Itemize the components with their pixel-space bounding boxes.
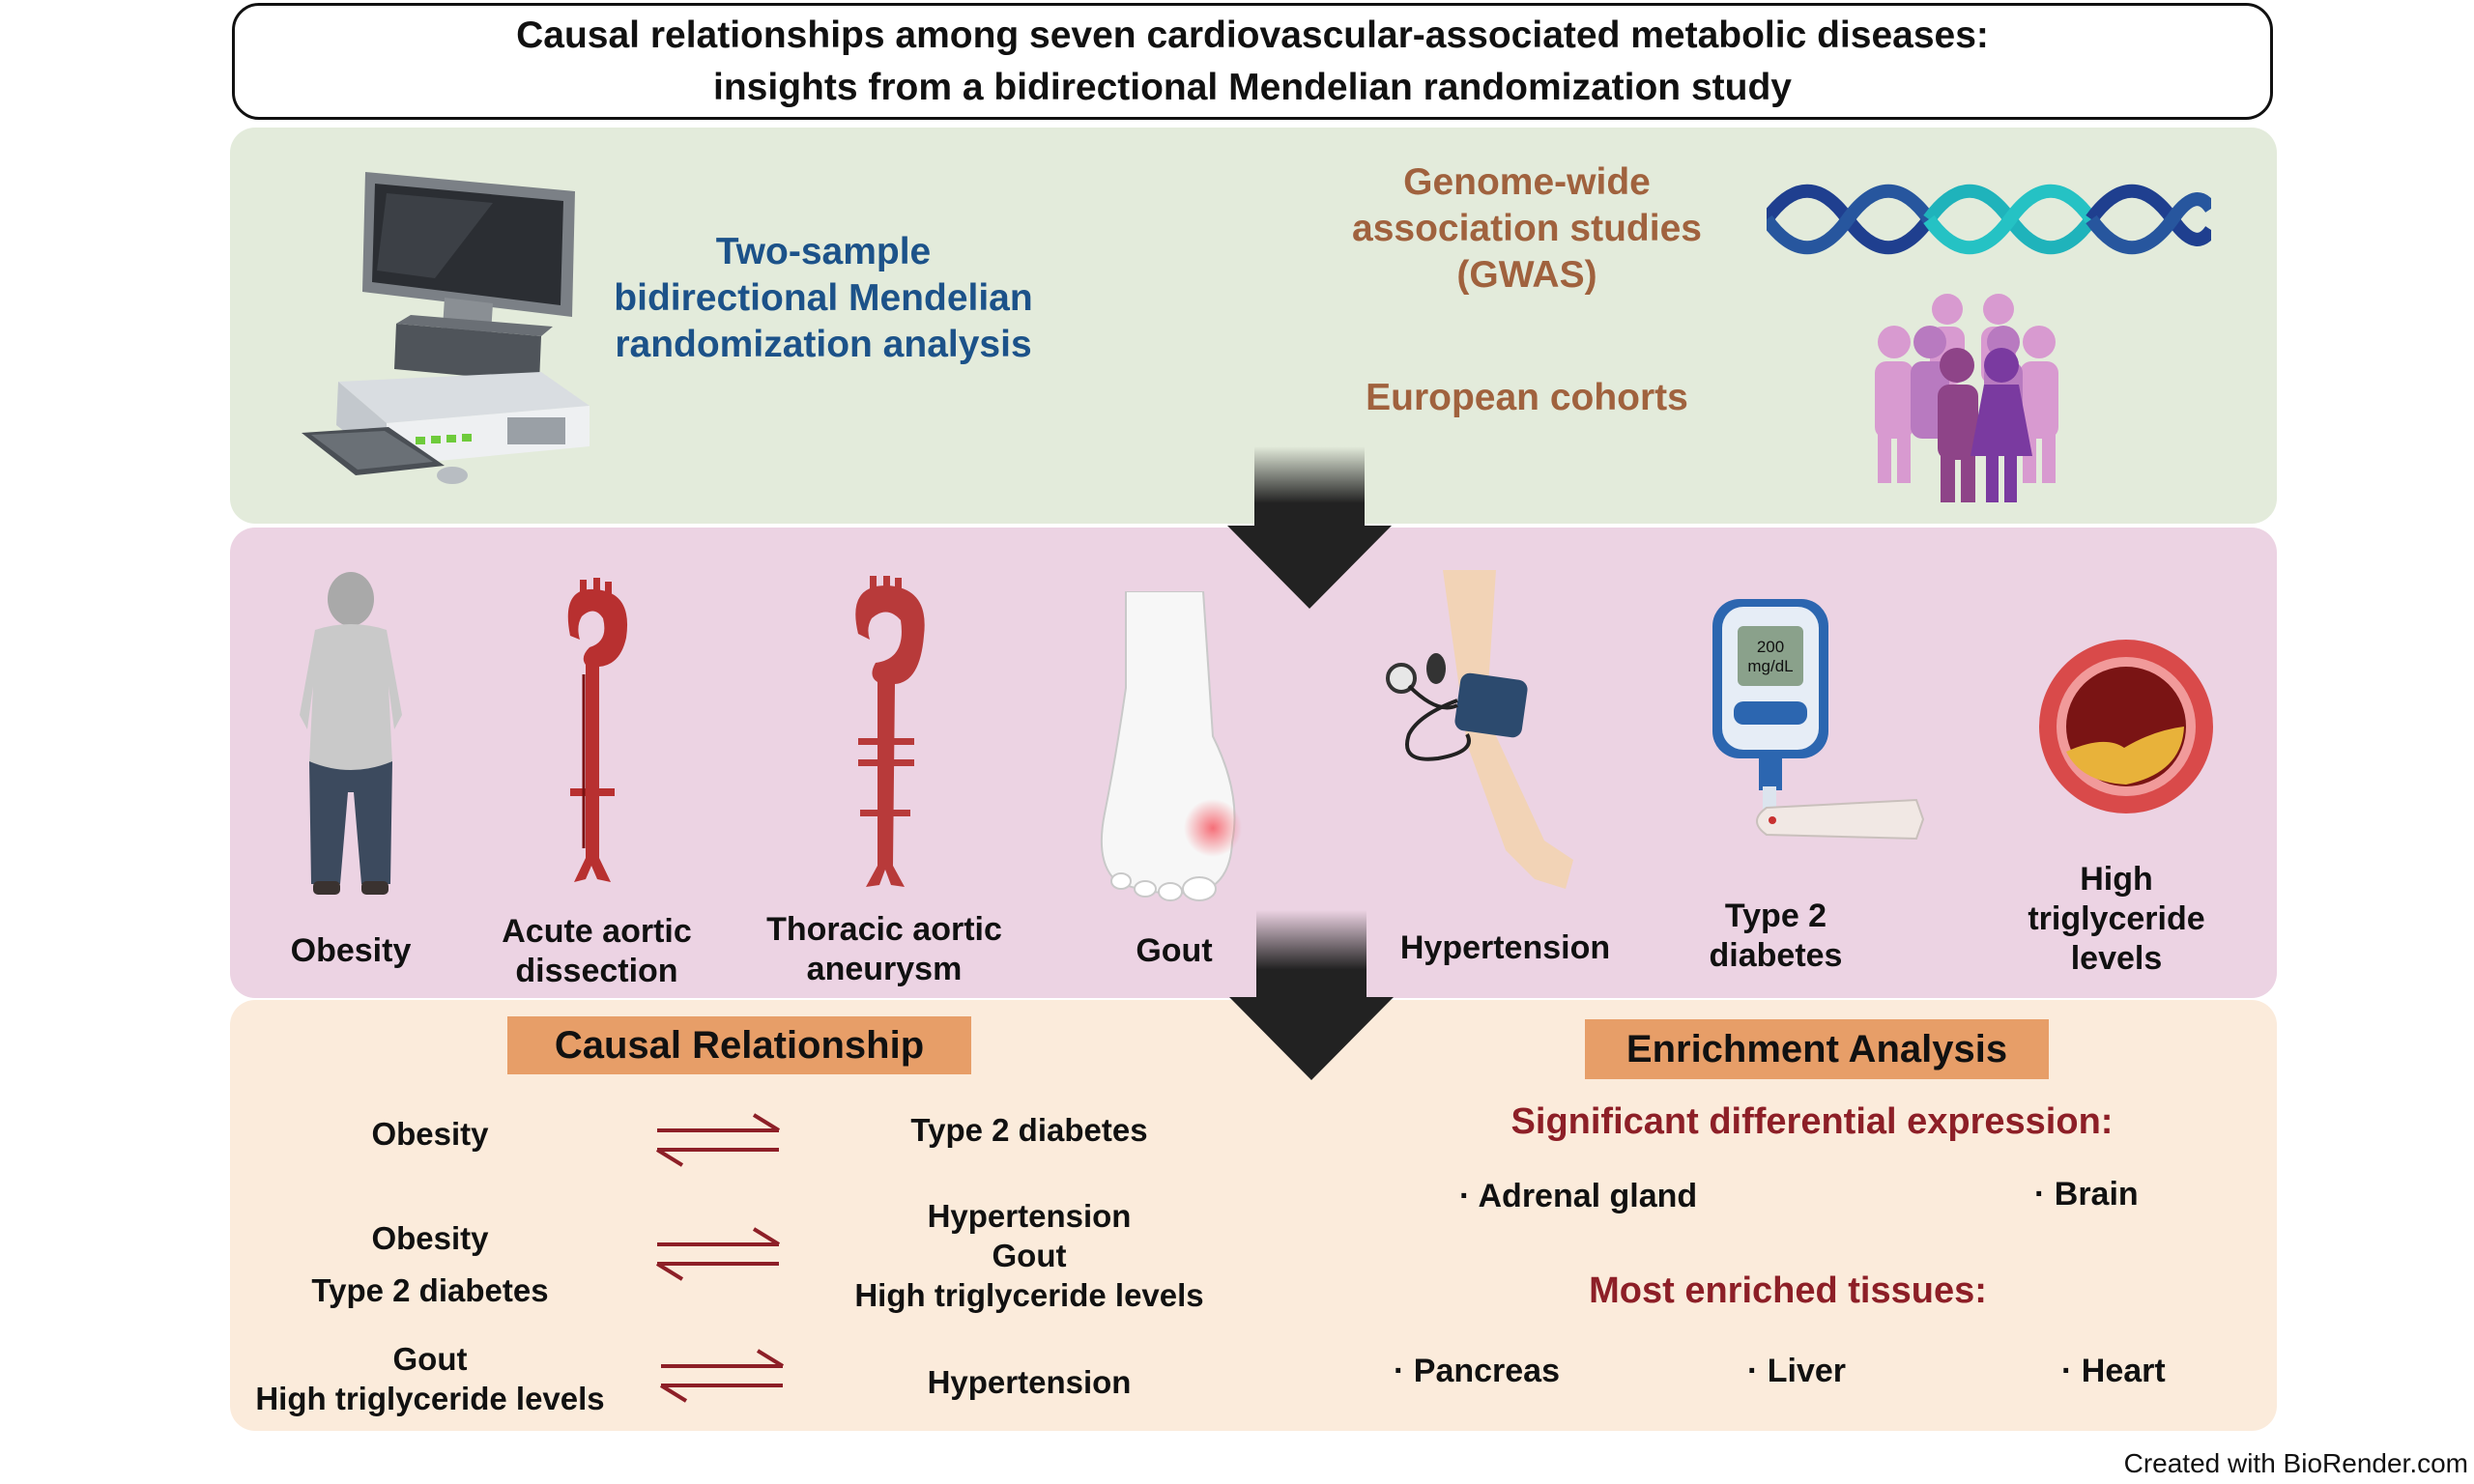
- causal-row-2-left: Obesity Type 2 diabetes: [271, 1213, 590, 1317]
- glucometer-icon: [1712, 599, 1925, 841]
- people-group-icon: [1875, 294, 2058, 502]
- disease-obesity: Obesity: [290, 932, 412, 969]
- disease-thoracic-aortic-aneurysm: Thoracic aortic aneurysm: [749, 910, 1020, 989]
- disease-high-triglyceride: High triglyceride levels: [2015, 860, 2218, 979]
- disease-acute-aortic-dissection: Acute aortic dissection: [488, 912, 705, 991]
- t2d-line-2: diabetes: [1709, 937, 1843, 974]
- aorta-dissection-icon: [567, 578, 628, 882]
- causal-row-1-right: Type 2 diabetes: [836, 1110, 1223, 1150]
- causal-row-2-right: Hypertension Gout High triglyceride leve…: [836, 1196, 1223, 1315]
- causal-row-2-right-item: High triglyceride levels: [854, 1277, 1204, 1313]
- glucometer-unit: mg/dL: [1747, 657, 1794, 675]
- tissue-pancreas: · Pancreas: [1394, 1353, 1560, 1389]
- biorender-credit: Created with BioRender.com: [2123, 1448, 2468, 1478]
- tissue-liver: · Liver: [1747, 1353, 1847, 1389]
- causal-row-1-right-item: Type 2 diabetes: [910, 1112, 1148, 1148]
- blood-pressure-arm-icon: [1386, 570, 1573, 889]
- significant-expression-heading: Significant differential expression:: [1510, 1101, 2114, 1142]
- causal-row-3-right: Hypertension: [836, 1362, 1223, 1402]
- down-arrow-icon: [1227, 446, 1392, 609]
- cohorts-label: European cohorts: [1366, 377, 1688, 418]
- enrichment-analysis-heading: Enrichment Analysis: [1585, 1019, 2049, 1079]
- artery-plaque-icon: [2039, 640, 2213, 813]
- aad-line-1: Acute aortic: [502, 913, 692, 950]
- causal-row-3-right-item: Hypertension: [927, 1364, 1132, 1400]
- causal-row-2-right-item: Gout: [992, 1238, 1067, 1273]
- analysis-label: Two-sample bidirectional Mendelian rando…: [572, 229, 1075, 368]
- analysis-line-1: Two-sample: [715, 231, 932, 272]
- disease-hypertension: Hypertension: [1399, 929, 1611, 966]
- causal-row-1-left: Obesity: [271, 1114, 590, 1154]
- down-arrow-icon: [1229, 910, 1394, 1080]
- title-box: Causal relationships among seven cardiov…: [232, 3, 2273, 120]
- title-line-1: Causal relationships among seven cardiov…: [516, 14, 1989, 56]
- aad-line-2: dissection: [515, 953, 678, 989]
- glucometer-reading: 200 mg/dL: [1738, 638, 1803, 676]
- htg-line-2: triglyceride: [2028, 900, 2205, 937]
- taa-line-1: Thoracic aortic: [766, 911, 1002, 948]
- disease-type-2-diabetes: Type 2 diabetes: [1691, 897, 1860, 976]
- tissue-heart: · Heart: [2061, 1353, 2166, 1389]
- analysis-line-3: randomization analysis: [615, 324, 1032, 365]
- enriched-tissues-heading: Most enriched tissues:: [1589, 1270, 1987, 1311]
- t2d-line-1: Type 2: [1724, 898, 1827, 934]
- gout-foot-icon: [1100, 591, 1242, 901]
- bidirectional-arrow-icon: [659, 1349, 785, 1403]
- gwas-line-2: association studies: [1352, 208, 1702, 249]
- causal-row-2-right-item: Hypertension: [927, 1198, 1132, 1234]
- causal-row-2-left-item: Type 2 diabetes: [311, 1272, 549, 1308]
- tissue-brain: · Brain: [2034, 1176, 2139, 1213]
- bidirectional-arrow-icon: [655, 1227, 781, 1281]
- disease-gout: Gout: [1136, 932, 1213, 969]
- computer-icon: [302, 172, 590, 484]
- gwas-label: Genome-wide association studies (GWAS): [1309, 159, 1744, 299]
- causal-row-3-left-item: High triglyceride levels: [255, 1381, 605, 1416]
- aorta-aneurysm-icon: [855, 576, 925, 887]
- title-line-2: insights from a bidirectional Mendelian …: [713, 66, 1792, 108]
- gwas-line-3: (GWAS): [1456, 254, 1597, 296]
- htg-line-1: High: [2080, 861, 2153, 898]
- glucometer-value: 200: [1756, 638, 1785, 656]
- causal-relationship-heading: Causal Relationship: [507, 1016, 971, 1074]
- causal-row-3-left: Gout High triglyceride levels: [232, 1339, 628, 1418]
- causal-row-3-left-item: Gout: [392, 1341, 468, 1377]
- gwas-line-1: Genome-wide: [1403, 161, 1651, 203]
- htg-line-3: levels: [2070, 940, 2163, 977]
- dna-helix-icon: [1767, 184, 2211, 255]
- bidirectional-arrow-icon: [655, 1113, 781, 1167]
- tissue-adrenal-gland: · Adrenal gland: [1459, 1178, 1698, 1214]
- analysis-line-2: bidirectional Mendelian: [614, 277, 1033, 319]
- obesity-person-icon: [300, 572, 402, 895]
- causal-row-1-left-item: Obesity: [371, 1116, 489, 1152]
- taa-line-2: aneurysm: [806, 951, 963, 987]
- causal-row-2-left-item: Obesity: [371, 1220, 489, 1256]
